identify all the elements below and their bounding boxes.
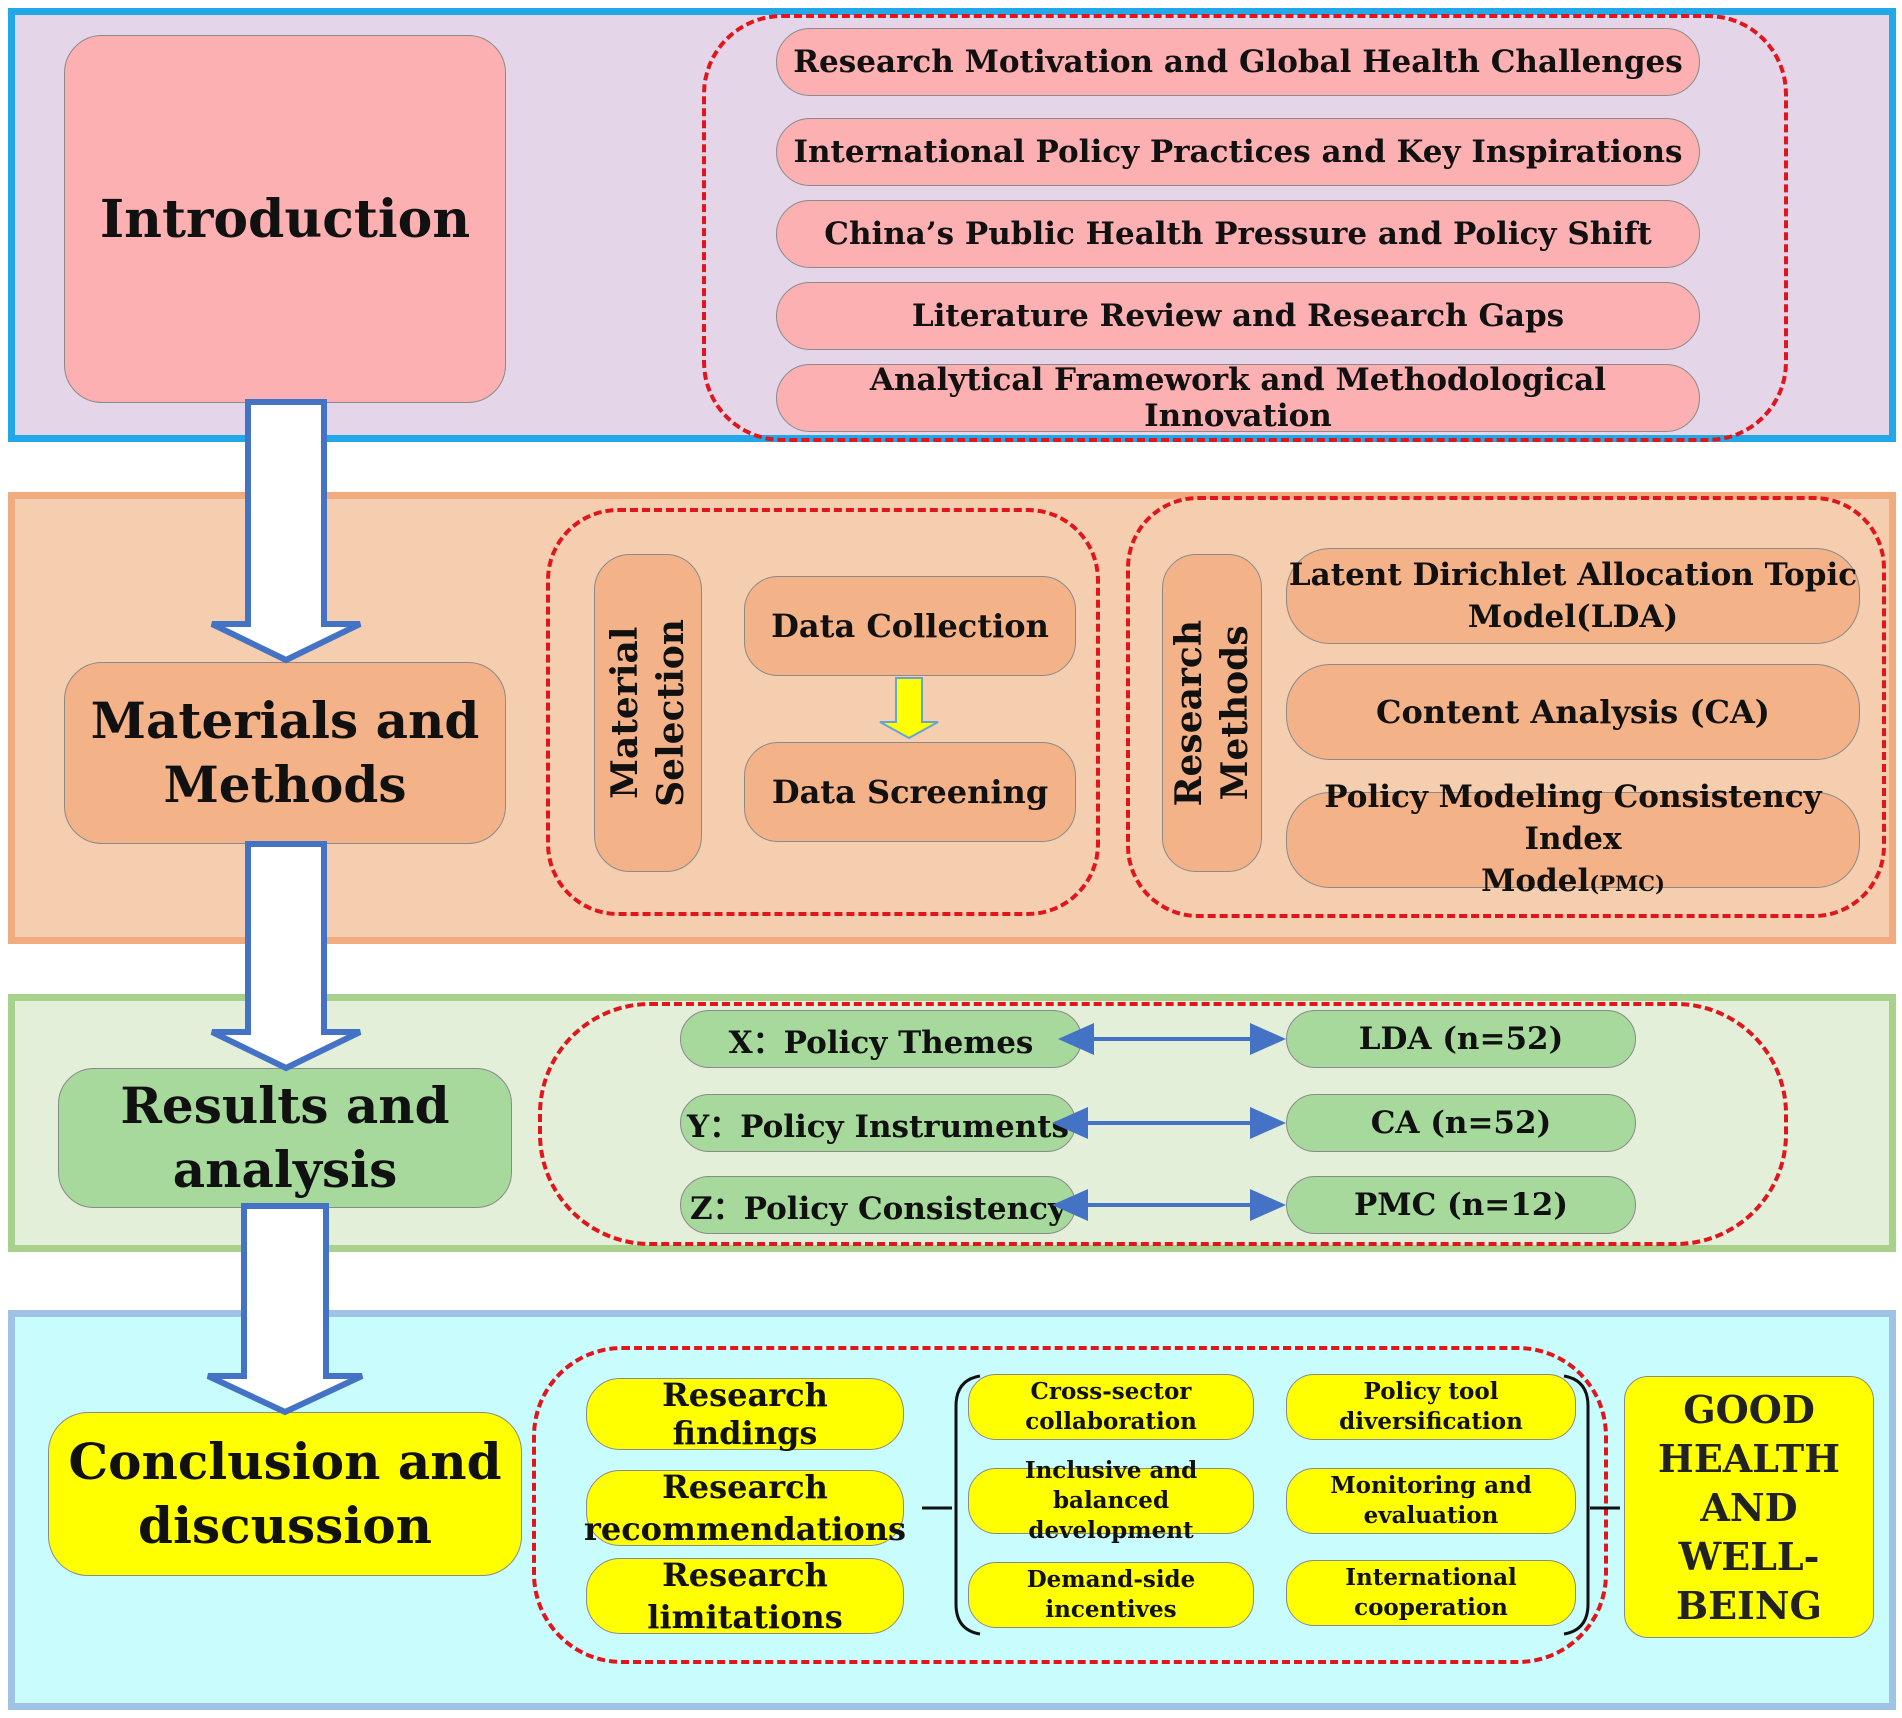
intro-item-1: Research Motivation and Global Health Ch… bbox=[776, 28, 1700, 96]
recommendation-cross-sector: Cross-sector collaboration bbox=[968, 1374, 1254, 1440]
research-methods-label-line1: Research bbox=[1168, 619, 1210, 807]
data-collection-box: Data Collection bbox=[744, 576, 1076, 676]
research-methods-label-box: Research Methods bbox=[1162, 554, 1262, 872]
ca-method-box: Content Analysis (CA) bbox=[1286, 664, 1860, 760]
research-findings-box: Research findings bbox=[586, 1376, 904, 1452]
good-health-goal-box: GOOD HEALTH AND WELL- BEING bbox=[1624, 1376, 1874, 1638]
results-rows-group bbox=[538, 1002, 1788, 1246]
results-row-1-right: LDA (n=52) bbox=[1286, 1010, 1636, 1068]
results-row-3-left: Z：Policy Consistency bbox=[680, 1176, 1076, 1234]
results-title-box: Results and analysis bbox=[58, 1068, 512, 1208]
research-methods-group bbox=[1126, 496, 1886, 918]
pmc-method-box: Policy Modeling Consistency Index Model(… bbox=[1286, 779, 1860, 899]
results-title-line1: Results and bbox=[120, 1076, 450, 1135]
material-selection-label-box: Material Selection bbox=[594, 554, 702, 872]
intro-item-4: Literature Review and Research Gaps bbox=[776, 282, 1700, 350]
results-row-1-left: X：Policy Themes bbox=[680, 1010, 1082, 1068]
recommendation-policy-tool: Policy tool diversification bbox=[1286, 1374, 1576, 1440]
introduction-items-group bbox=[702, 14, 1788, 442]
recommendation-inclusive: Inclusive and balanced development bbox=[968, 1457, 1254, 1544]
intro-item-5: Analytical Framework and Methodological … bbox=[776, 362, 1700, 434]
data-screening-box: Data Screening bbox=[744, 742, 1076, 842]
materials-methods-title-box: Materials and Methods bbox=[64, 662, 506, 844]
conclusion-group bbox=[532, 1346, 1608, 1664]
materials-methods-title-line1: Materials and bbox=[90, 691, 480, 750]
results-row-3-right: PMC (n=12) bbox=[1286, 1176, 1636, 1234]
introduction-title-box: Introduction bbox=[64, 35, 506, 403]
material-selection-label-line1: Material bbox=[604, 626, 646, 800]
results-row-2-left: Y：Policy Instruments bbox=[680, 1094, 1076, 1152]
recommendation-demand-side: Demand-side incentives bbox=[968, 1562, 1254, 1628]
results-title-line2: analysis bbox=[172, 1140, 398, 1199]
results-row-2-right: CA (n=52) bbox=[1286, 1094, 1636, 1152]
research-recommendations-box: Research recommendations bbox=[583, 1468, 907, 1548]
conclusion-title-box: Conclusion and discussion bbox=[48, 1412, 522, 1576]
material-selection-group bbox=[546, 508, 1100, 916]
material-selection-label-line2: Selection bbox=[650, 619, 692, 807]
recommendation-international: International cooperation bbox=[1286, 1560, 1576, 1626]
lda-method-box: Latent Dirichlet Allocation Topic Model(… bbox=[1286, 548, 1860, 644]
introduction-title: Introduction bbox=[99, 188, 471, 250]
intro-item-3: China’s Public Health Pressure and Polic… bbox=[776, 200, 1700, 268]
research-limitations-box: Research limitations bbox=[586, 1556, 904, 1636]
conclusion-title-line2: discussion bbox=[138, 1496, 432, 1555]
materials-methods-title-line2: Methods bbox=[163, 755, 407, 814]
intro-item-2: International Policy Practices and Key I… bbox=[776, 118, 1700, 186]
research-methods-label-line2: Methods bbox=[1214, 625, 1256, 801]
recommendation-monitoring: Monitoring and evaluation bbox=[1286, 1468, 1576, 1534]
conclusion-title-line1: Conclusion and bbox=[68, 1432, 502, 1491]
